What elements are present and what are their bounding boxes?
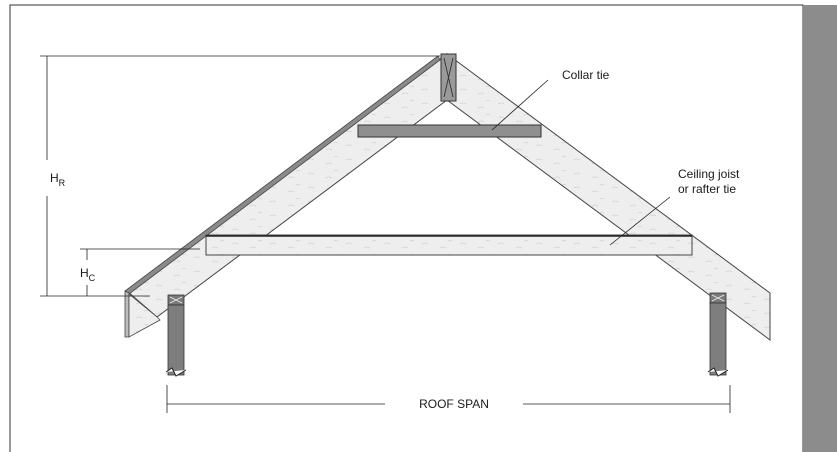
- side-bar: [803, 5, 837, 452]
- right-stud-break: [707, 367, 729, 377]
- frame-border: [9, 4, 804, 452]
- collar-tie-label: Collar tie: [562, 68, 610, 82]
- roof-span-label: ROOF SPAN: [419, 397, 489, 411]
- right-top-plate-x: [711, 294, 725, 302]
- ceiling-joist-board: [205, 234, 693, 256]
- ceiling-joist-label-line1: Ceiling joist: [678, 167, 740, 181]
- left-top-plate-x: [169, 296, 183, 304]
- left-stud-break: [165, 367, 187, 377]
- ceiling-joist-leader: [609, 196, 671, 246]
- hr-label: HR: [50, 171, 66, 188]
- left-rafter: [126, 53, 448, 318]
- left-rafter-tail-face: [128, 293, 161, 338]
- hc-label: HC: [80, 266, 96, 283]
- ridge-board-cross: [443, 57, 454, 98]
- left-rafter-edge: [124, 55, 441, 295]
- collar-tie-leader: [491, 79, 549, 131]
- left-wall-stud: [167, 304, 185, 376]
- collar-tie-board: [357, 124, 542, 138]
- left-rafter-tail: [124, 290, 130, 338]
- ceiling-joist-label-line2: or rafter tie: [678, 182, 736, 196]
- right-wall-stud: [709, 302, 727, 376]
